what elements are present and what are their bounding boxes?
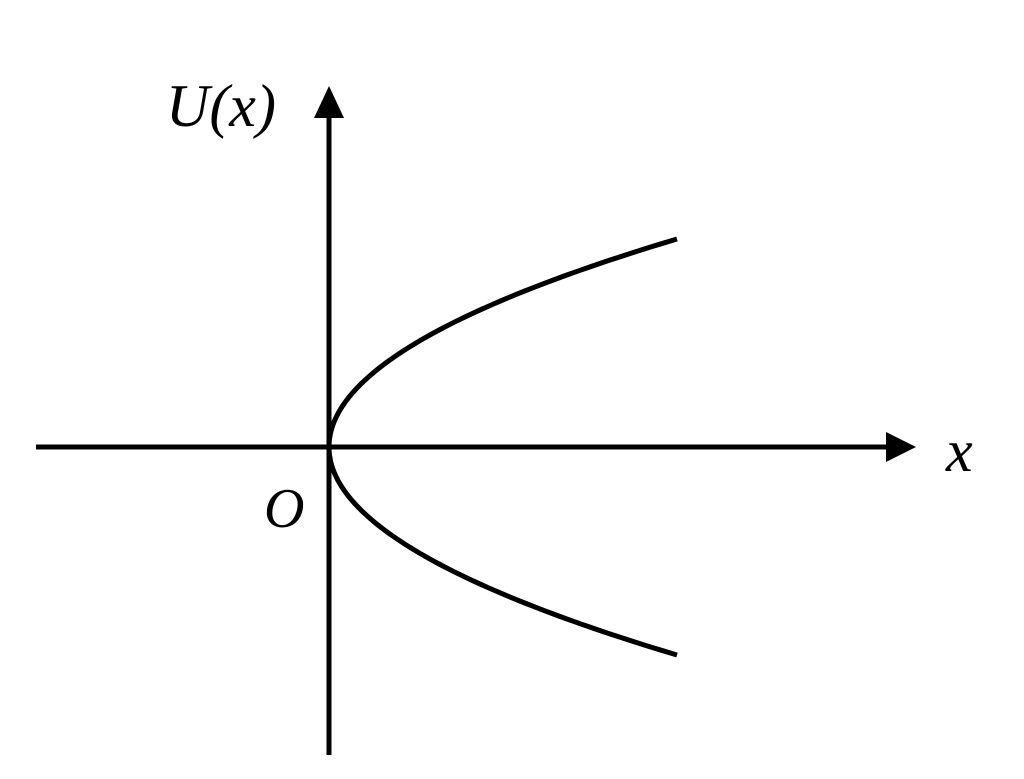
origin-label: O [264, 478, 304, 540]
y-axis-label: U(x) [166, 73, 276, 139]
x-axis-arrowhead [886, 432, 916, 462]
y-axis-arrowhead [314, 86, 344, 118]
x-axis-label: x [945, 418, 973, 484]
curve-upper-branch [326, 236, 678, 448]
curve-lower-branch [326, 446, 678, 658]
